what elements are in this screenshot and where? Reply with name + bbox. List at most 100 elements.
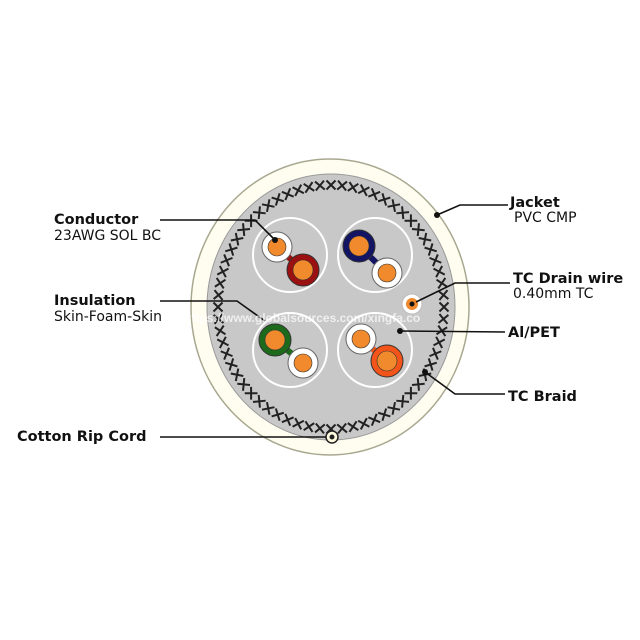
jacket-label: Jacket [510, 195, 560, 211]
leader-lines [160, 204, 510, 438]
pair-foil [337, 217, 413, 293]
braid-x-mark [303, 181, 315, 194]
braid-x-mark [347, 181, 359, 194]
braid-x-mark [325, 179, 337, 191]
conductor-label: Conductor [54, 212, 139, 228]
braid-x-mark [387, 199, 401, 212]
conductor-spec: 23AWG SOL BC [54, 228, 162, 244]
braid-x-mark [411, 223, 425, 237]
drain-wire-label: TC Drain wire [513, 271, 624, 287]
braid-x-mark [433, 336, 446, 349]
watermark: https://www.globalsources.com/xingfa.co [184, 311, 421, 325]
conductor [264, 329, 286, 351]
braid-x-mark [367, 413, 381, 426]
pair-foil [252, 217, 328, 293]
braid-x-mark [261, 199, 275, 212]
braid-x-mark [216, 265, 229, 278]
alpet-label: Al/PET [508, 325, 560, 341]
braid-x-mark [377, 408, 391, 421]
braid-x-mark [396, 394, 410, 408]
rip-cord [325, 430, 339, 444]
braid-x-mark [303, 420, 315, 433]
braid-x-mark [224, 243, 238, 256]
pair-foil [252, 312, 328, 388]
braid-x-mark [433, 265, 446, 278]
braid-x-mark [237, 377, 251, 391]
rip-cord-label: Cotton Rip Cord [17, 429, 147, 445]
twisted-pair [337, 312, 413, 388]
braid-x-mark [438, 301, 450, 313]
braid-x-mark [411, 377, 425, 391]
braid-x-mark [435, 277, 448, 290]
braid-x-mark [281, 188, 295, 201]
braid-x-mark [347, 420, 359, 433]
braid-x-mark [281, 413, 295, 426]
braid-x-mark [418, 232, 432, 246]
braid-x-mark [214, 324, 227, 337]
braid-x-mark [244, 386, 258, 400]
braid-leader [424, 371, 505, 395]
braid-x-mark [292, 417, 305, 430]
braid-x-mark [252, 206, 266, 220]
braid-x-mark [387, 402, 401, 415]
braid-x-mark [212, 301, 224, 313]
jacket-leader [436, 204, 508, 216]
braid-x-mark [429, 347, 442, 360]
braid-x-mark [396, 206, 410, 220]
braid-x-mark [314, 422, 326, 434]
braid-x-mark [336, 180, 348, 192]
braid-x-mark [367, 188, 381, 201]
braid-x-mark [437, 289, 450, 301]
braid-x-mark [377, 193, 391, 206]
braid-x-mark [212, 289, 225, 301]
braid-x-mark [437, 313, 450, 325]
braid-x-mark [220, 254, 233, 267]
braid-x-mark [220, 347, 233, 360]
conductor [377, 263, 397, 283]
braid-x-mark [237, 223, 251, 237]
braid-x-mark [224, 358, 238, 371]
insulation-label: Insulation [54, 293, 136, 309]
conductor [376, 350, 398, 372]
drain-wire-spec: 0.40mm TC [513, 286, 594, 302]
braid-x-mark [424, 243, 438, 256]
twisted-pair [252, 217, 328, 293]
braid-x-mark [404, 386, 418, 400]
braid-x-mark [214, 277, 227, 290]
braid-x-mark [314, 180, 326, 192]
braid-x-mark [429, 254, 442, 267]
conductor [293, 353, 313, 373]
braid-label: TC Braid [508, 389, 577, 405]
braid-x-mark [404, 214, 418, 228]
braid-x-mark [212, 313, 225, 325]
braid-x-mark [230, 368, 244, 382]
conductor [351, 329, 371, 349]
jacket-spec: PVC CMP [514, 210, 577, 226]
twisted-pairs [252, 217, 413, 388]
drain-leader [415, 282, 510, 303]
twisted-pair [337, 217, 413, 293]
braid-x-mark [357, 417, 370, 430]
twisted-pair [252, 312, 328, 388]
braid-x-mark [424, 358, 438, 371]
conductor [292, 259, 314, 281]
braid-x-mark [271, 193, 285, 206]
braid-x-mark [230, 232, 244, 246]
braid-x-mark [271, 408, 285, 421]
alpet-leader [399, 330, 506, 333]
braid-x-mark [357, 184, 370, 197]
leader-dots [272, 212, 440, 375]
conductor [348, 235, 370, 257]
tc-braid [212, 179, 450, 435]
insulation-spec: Skin-Foam-Skin [54, 309, 162, 325]
braid-x-mark [336, 422, 348, 434]
braid-x-mark [292, 184, 305, 197]
pair-foil [337, 312, 413, 388]
braid-x-mark [216, 336, 229, 349]
braid-x-mark [252, 394, 266, 408]
braid-x-mark [261, 402, 275, 415]
conductor-leader [160, 219, 276, 241]
insulation-leader [160, 300, 266, 322]
